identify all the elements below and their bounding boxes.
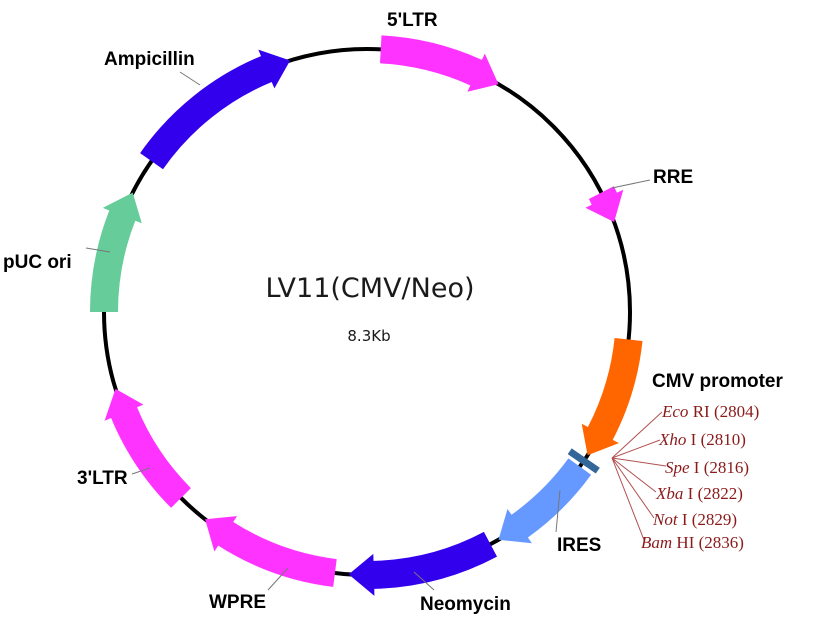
site-label-xbai: Xba I (2822)	[655, 484, 743, 503]
plasmid-size: 8.3Kb	[347, 327, 390, 345]
site-leader-1	[611, 439, 661, 459]
feature-arrows	[90, 35, 643, 596]
leader-line-puc	[85, 247, 111, 253]
site-label-spei: Spe I (2816)	[665, 458, 749, 477]
site-label-xhoi: Xho I (2810)	[658, 430, 746, 449]
site-leader-2	[611, 457, 667, 467]
feature-label-ires: IRES	[557, 535, 601, 556]
feature-arrow-amp	[140, 49, 291, 170]
site-leader-0	[611, 411, 663, 459]
feature-arrow-wpre	[205, 516, 337, 587]
feature-arrow-rre	[585, 186, 624, 222]
feature-label-ltr5: 5'LTR	[387, 10, 438, 31]
feature-label-amp: Ampicillin	[104, 49, 195, 70]
site-leader-5	[611, 457, 645, 541]
feature-arrow-cmv	[581, 338, 643, 456]
site-label-ecori: Eco RI (2804)	[661, 402, 759, 421]
feature-label-rre: RRE	[653, 167, 693, 188]
feature-arrow-ltr3	[104, 388, 191, 508]
label-leader-lines	[85, 71, 667, 591]
leader-line-amp	[179, 71, 201, 86]
feature-arrow-neo	[348, 531, 497, 596]
leader-line-neo	[413, 571, 435, 591]
leader-line-ltr3	[131, 467, 151, 475]
feature-label-puc: pUC ori	[3, 252, 72, 273]
plasmid-name: LV11(CMV/Neo)	[265, 273, 474, 304]
leader-line-rre	[611, 179, 651, 189]
feature-label-ltr3: 3'LTR	[77, 468, 128, 489]
feature-labels: 5'LTR RRE CMV promoter IRES Neomycin WPR…	[3, 10, 784, 615]
feature-label-wpre: WPRE	[209, 592, 266, 613]
feature-label-neo: Neomycin	[420, 594, 511, 615]
site-leader-4	[611, 457, 655, 519]
mcs-marker	[567, 448, 600, 474]
site-leader-3	[611, 457, 657, 493]
leader-line-ires	[555, 489, 561, 533]
feature-arrow-ltr5	[380, 35, 499, 92]
site-label-noti: Not I (2829)	[652, 510, 737, 529]
feature-arrow-puc	[90, 192, 142, 312]
leader-line-wpre	[267, 567, 289, 591]
restriction-site-labels: Eco RI (2804) Xho I (2810) Spe I (2816) …	[641, 402, 759, 552]
site-label-bamhi: Bam HI (2836)	[641, 533, 744, 552]
feature-label-cmv: CMV promoter	[652, 371, 784, 392]
feature-arrow-ires	[498, 458, 592, 544]
